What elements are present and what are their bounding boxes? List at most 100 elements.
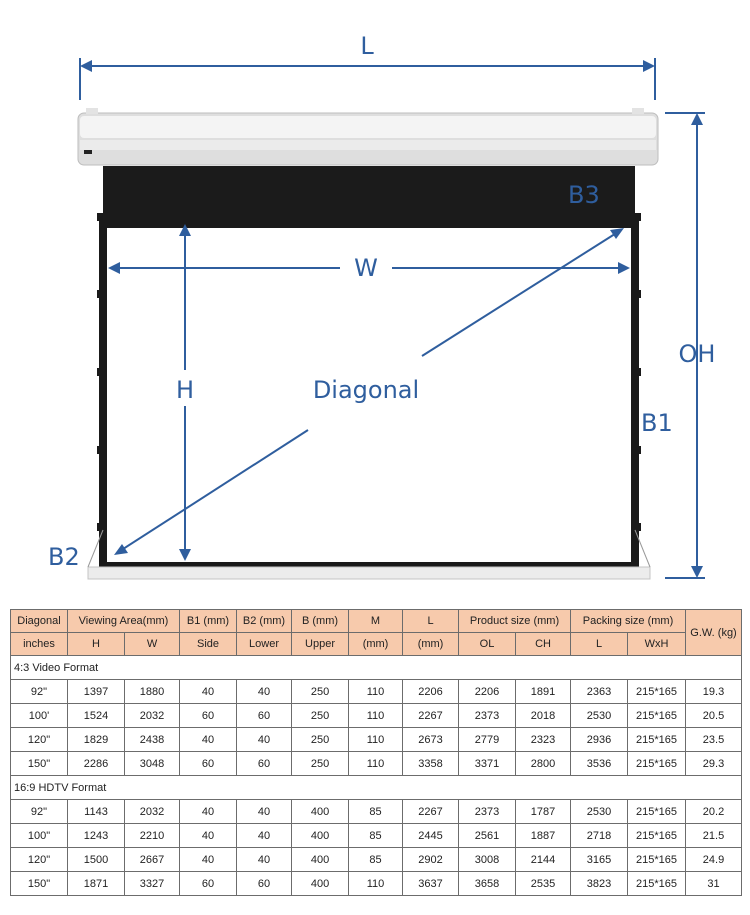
subheader-h: H xyxy=(67,632,125,656)
label-L: L xyxy=(360,32,374,60)
table-cell: 60 xyxy=(179,703,238,728)
label-B1: B1 xyxy=(641,409,673,437)
table-cell: 3658 xyxy=(458,871,517,896)
section-title: 16:9 HDTV Format xyxy=(9,775,743,800)
table-cell: 215*165 xyxy=(627,703,687,728)
table-cell: 110 xyxy=(348,727,404,752)
table-cell: 250 xyxy=(291,727,350,752)
table-cell: 2363 xyxy=(570,679,629,704)
table-cell: 2373 xyxy=(458,703,517,728)
table-cell: 2779 xyxy=(458,727,517,752)
table-cell: 120" xyxy=(10,847,68,872)
table-cell: 215*165 xyxy=(627,751,687,776)
table-cell: 60 xyxy=(236,751,293,776)
section-row: 16:9 HDTV Format xyxy=(9,775,743,800)
table-cell: 2902 xyxy=(402,847,460,872)
table-cell: 2438 xyxy=(123,727,181,752)
dimension-H: H xyxy=(176,224,194,561)
subheader-side: Side xyxy=(179,632,238,656)
table-cell: 2267 xyxy=(402,799,460,824)
table-cell: 215*165 xyxy=(627,871,687,896)
subheader-m-unit: (mm) xyxy=(348,632,404,656)
table-cell: 2800 xyxy=(515,751,572,776)
label-B2: B2 xyxy=(48,543,80,571)
table-cell: 3327 xyxy=(123,871,181,896)
black-drop xyxy=(103,166,635,224)
label-OH: OH xyxy=(679,340,716,368)
screen-frame xyxy=(97,213,641,570)
table-cell: 3536 xyxy=(570,751,629,776)
label-H: H xyxy=(176,376,194,404)
header-product-size: Product size (mm) xyxy=(458,609,572,633)
table-cell: 120" xyxy=(10,727,68,752)
table-cell: 3165 xyxy=(570,847,629,872)
table-cell: 1787 xyxy=(515,799,572,824)
table-cell: 250 xyxy=(291,703,350,728)
table-cell: 2535 xyxy=(515,871,572,896)
table-cell: 24.9 xyxy=(685,847,743,872)
table-cell: 20.5 xyxy=(685,703,743,728)
table-cell: 1871 xyxy=(67,871,125,896)
table-cell: 2323 xyxy=(515,727,572,752)
table-cell: 150" xyxy=(10,751,68,776)
header-viewing-area: Viewing Area(mm) xyxy=(66,609,181,633)
table-cell: 2445 xyxy=(402,823,460,848)
table-cell: 2673 xyxy=(402,727,460,752)
table-cell: 110 xyxy=(348,679,404,704)
table-cell: 2267 xyxy=(402,703,460,728)
screen-diagram: L OH W H Diagonal B3 B1 B2 xyxy=(48,32,716,580)
table-cell: 60 xyxy=(179,871,238,896)
header-row-2: inches H W Side Lower Upper (mm) (mm) OL… xyxy=(10,632,742,656)
table-cell: 215*165 xyxy=(627,679,687,704)
header-packing-size: Packing size (mm) xyxy=(570,609,687,633)
table-cell: 60 xyxy=(236,871,293,896)
table-cell: 400 xyxy=(291,823,350,848)
table-cell: 1891 xyxy=(515,679,572,704)
table-cell: 40 xyxy=(236,847,293,872)
subheader-w: W xyxy=(123,632,181,656)
table-cell: 400 xyxy=(291,799,350,824)
table-cell: 2936 xyxy=(570,727,629,752)
bottom-bar xyxy=(87,529,651,580)
table-cell: 100" xyxy=(10,823,68,848)
table-cell: 3358 xyxy=(402,751,460,776)
table-cell: 400 xyxy=(291,847,350,872)
table-cell: 3008 xyxy=(458,847,517,872)
table-cell: 215*165 xyxy=(627,799,687,824)
table-cell: 215*165 xyxy=(627,727,687,752)
table-cell: 400 xyxy=(291,871,350,896)
header-gross-weight: G.W. (kg) xyxy=(685,609,743,656)
table-cell: 40 xyxy=(179,679,238,704)
table-cell: 2018 xyxy=(515,703,572,728)
header-b: B (mm) xyxy=(291,609,350,633)
table-cell: 2206 xyxy=(402,679,460,704)
table-cell: 1143 xyxy=(67,799,125,824)
table-cell: 85 xyxy=(348,799,404,824)
table-cell: 1880 xyxy=(123,679,181,704)
label-W: W xyxy=(354,254,378,282)
table-cell: 40 xyxy=(179,823,238,848)
table-cell: 85 xyxy=(348,847,404,872)
table-cell: 29.3 xyxy=(685,751,743,776)
table-cell: 40 xyxy=(236,799,293,824)
table-cell: 2373 xyxy=(458,799,517,824)
dimension-L: L xyxy=(79,32,656,100)
table-cell: 31 xyxy=(685,871,743,896)
header-b1: B1 (mm) xyxy=(179,609,238,633)
table-cell: 2718 xyxy=(570,823,629,848)
subheader-ol: OL xyxy=(458,632,517,656)
table-cell: 1397 xyxy=(67,679,125,704)
table-cell: 40 xyxy=(179,847,238,872)
table-cell: 3371 xyxy=(458,751,517,776)
table-cell: 3048 xyxy=(123,751,181,776)
dimension-OH: OH xyxy=(665,112,716,579)
table-cell: 110 xyxy=(348,751,404,776)
section-row: 4:3 Video Format xyxy=(9,655,743,680)
subheader-ch: CH xyxy=(515,632,572,656)
